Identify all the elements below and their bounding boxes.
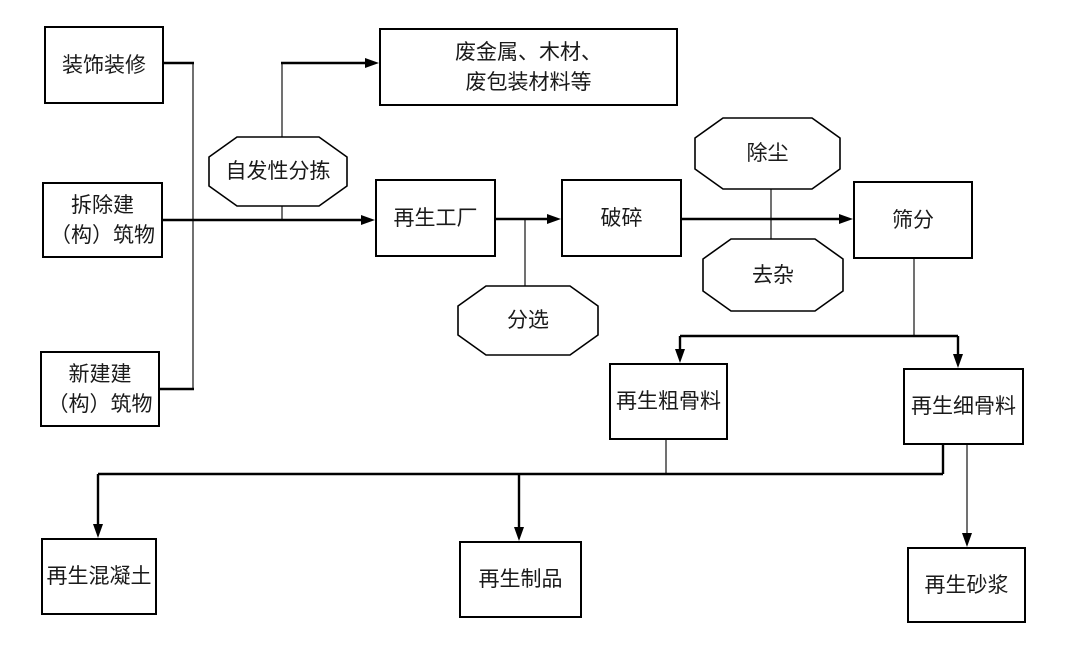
- arrow-into-mortar: [962, 533, 972, 547]
- node-recycling-plant: 再生工厂: [375, 179, 496, 257]
- arrow-into-plant: [361, 215, 375, 225]
- arrow-into-crushing: [547, 214, 561, 224]
- octagon-spontaneous-sorting-shape: [208, 136, 348, 207]
- octagon-dust-removal: 除尘: [746, 141, 789, 166]
- node-new-structures: 新建建 （构）筑物: [40, 351, 160, 427]
- node-waste-metal-wood-packaging: 废金属、木材、 废包装材料等: [379, 28, 678, 106]
- arrow-into-screening: [839, 214, 853, 224]
- arrow-into-fine: [953, 354, 963, 368]
- octagon-impurity-removal: 去杂: [752, 262, 794, 287]
- arrow-into-coarse: [675, 349, 685, 363]
- octagon-dust-removal-shape: [694, 117, 841, 190]
- node-recycled-concrete: 再生混凝土: [41, 538, 157, 615]
- node-recycled-mortar: 再生砂浆: [907, 547, 1026, 623]
- arrow-into-products: [514, 527, 524, 541]
- octagon-spontaneous-sorting: 自发性分拣: [225, 159, 331, 184]
- node-recycled-products: 再生制品: [459, 541, 582, 618]
- node-screening: 筛分: [853, 181, 973, 259]
- node-recycled-coarse-aggregate: 再生粗骨料: [609, 363, 728, 440]
- node-crushing: 破碎: [561, 179, 682, 257]
- node-demolished-structures: 拆除建 （构）筑物: [42, 182, 163, 258]
- arrow-into-waste: [365, 58, 379, 68]
- octagon-sorting-shape: [457, 285, 599, 356]
- octagon-sorting: 分选: [507, 308, 549, 333]
- node-decoration-renovation: 装饰装修: [44, 26, 164, 104]
- node-recycled-fine-aggregate: 再生细骨料: [903, 368, 1024, 445]
- octagon-impurity-removal-shape: [702, 238, 844, 312]
- arrow-into-concrete: [93, 524, 103, 538]
